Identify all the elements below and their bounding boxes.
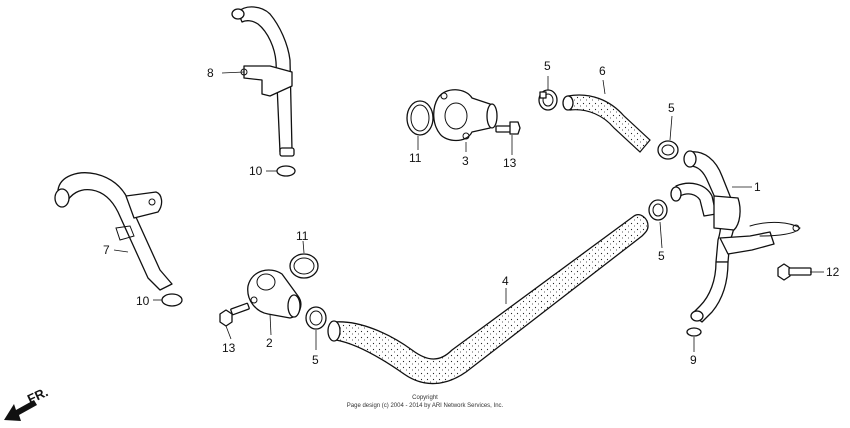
- callout-10-upper: 10: [249, 164, 263, 178]
- bolt-part-13-lower: [219, 302, 250, 327]
- hose-clamp-part-5-a: [538, 89, 558, 111]
- hose-part-6: [562, 94, 651, 153]
- water-pipe-part-1: [670, 150, 801, 323]
- front-arrow-icon: [4, 400, 37, 421]
- hose-part-4: [327, 214, 649, 385]
- callout-11-lower: 11: [296, 229, 309, 243]
- callout-5-d: 5: [312, 353, 319, 367]
- copyright-line-2: Page design (c) 2004 - 2014 by ARI Netwo…: [347, 403, 504, 409]
- copyright-notice: Copyright Page design (c) 2004 - 2014 by…: [347, 395, 504, 409]
- water-outlet-part-3: [433, 89, 498, 142]
- hose-clamp-part-5-c: [648, 199, 668, 221]
- callout-3: 3: [462, 154, 469, 168]
- callout-5-a: 5: [544, 59, 551, 73]
- callout-2: 2: [266, 336, 273, 350]
- bolt-part-12: [777, 263, 812, 281]
- callout-5-b: 5: [668, 101, 675, 115]
- callout-7: 7: [103, 243, 110, 257]
- callout-5-c: 5: [658, 249, 665, 263]
- callout-8: 8: [207, 66, 214, 80]
- copyright-line-1: Copyright: [412, 395, 438, 401]
- hose-clamp-part-5-b: [657, 140, 679, 160]
- water-pipe-part-7: [54, 172, 173, 291]
- callout-1: 1: [754, 180, 761, 194]
- callout-6: 6: [599, 64, 606, 78]
- callout-4: 4: [502, 274, 509, 288]
- hose-clamp-part-5-d: [305, 306, 327, 330]
- callout-12: 12: [826, 265, 840, 279]
- gasket-part-11-lower: [289, 253, 319, 279]
- callout-9: 9: [690, 353, 697, 367]
- leader-lines: [113, 71, 824, 352]
- callout-13-upper: 13: [503, 156, 517, 170]
- callout-11-upper: 11: [409, 151, 422, 165]
- o-ring-part-10-lower: [161, 293, 183, 307]
- o-ring-part-10-upper: [276, 165, 296, 177]
- callout-10-lower: 10: [136, 294, 150, 308]
- bolt-part-13-upper: [495, 121, 521, 135]
- water-joint-part-2: [247, 269, 302, 319]
- callout-13-lower: 13: [222, 341, 236, 355]
- front-direction-indicator: FR.: [4, 384, 50, 421]
- water-pipe-part-8: [231, 6, 295, 157]
- gasket-part-11-upper: [406, 100, 434, 136]
- callout-numbers: 8 10 10 7 11 3 13 5 6 5 1 5 11 4 13 2 5 …: [103, 59, 840, 367]
- front-direction-label: FR.: [25, 384, 50, 406]
- o-ring-part-9: [686, 327, 702, 337]
